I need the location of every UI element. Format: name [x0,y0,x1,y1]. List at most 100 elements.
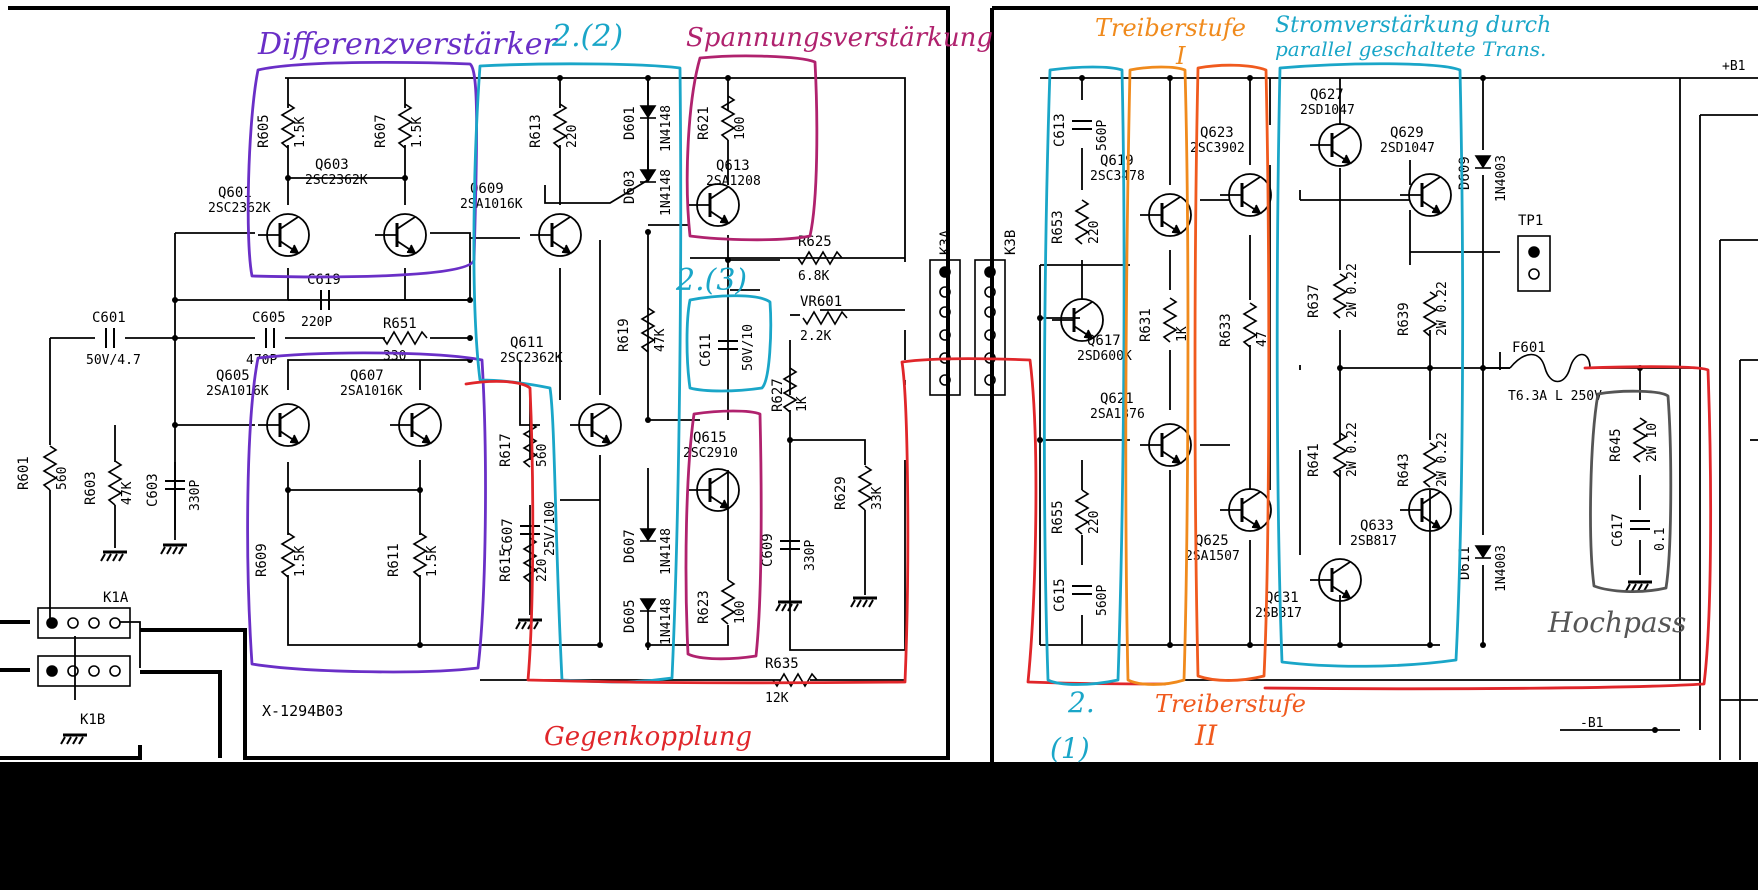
resistor-ref-r653: R653 [1050,210,1066,244]
diode-value-d611: 1N4003 [1494,545,1509,592]
resistor-ref-r623: R623 [696,590,712,624]
annotation-gegenkopplung: Gegenkopplung [544,722,752,752]
region-stromverstaerkung [1275,62,1465,668]
rail-plus-label: +B1 [1722,59,1745,74]
resistor-r645 [1632,417,1648,463]
resistor-value-r645: 2W 10 [1645,423,1660,462]
transistor-type-q607: 2SA1016K [340,384,403,399]
transistor-type-q601: 2SC2362K [208,201,271,216]
resistor-r633 [1242,302,1258,348]
resistor-ref-r607: R607 [373,114,389,148]
transistor-q603 [375,213,427,257]
fuse-value: T6.3A L 250V [1508,389,1602,404]
resistor-r601 [42,445,58,491]
connector-ref-k1b: K1B [80,712,105,728]
transistor-type-q611: 2SC2362K [500,351,563,366]
annotation-regions [246,54,1713,691]
capacitor-ref-c609: C609 [760,533,776,567]
resistor-ref-r639: R639 [1396,302,1412,336]
transistor-q613 [688,183,740,227]
annotation-stromverstaerkung-line2: parallel geschaltete Trans. [1275,37,1546,61]
capacitor-c619 [320,290,330,310]
resistor-value-r613: 220 [565,125,580,148]
resistor-ref-r627: R627 [770,378,786,412]
capacitor-ref-c617: C617 [1610,513,1626,547]
region-gegenkopplung-right [1263,365,1713,691]
resistor-value-r653: 220 [1087,221,1102,244]
transistor-q627 [1310,123,1362,167]
resistor-r607 [397,103,413,149]
transistor-q611 [570,403,622,447]
resistor-ref-vr601: VR601 [800,294,842,310]
transistor-type-q603: 2SC2362K [305,173,368,188]
transistor-type-q619: 2SC3478 [1090,169,1145,184]
transistor-type-q627: 2SD1047 [1300,103,1355,118]
resistor-ref-r603: R603 [83,471,99,505]
annotation-roman-1: I [1175,42,1186,70]
transistor-q633 [1400,488,1452,532]
resistor-value-r621: 100 [733,117,748,140]
resistor-value-r601: 560 [55,467,70,490]
diode-value-d601: 1N4148 [659,105,674,152]
resistor-ref-r633: R633 [1218,313,1234,347]
region-treiberstufe-1 [1124,65,1190,686]
diode-ref-d605: D605 [622,599,638,633]
diode-d611 [1474,545,1492,559]
transistor-type-q621: 2SA1376 [1090,407,1145,422]
resistor-value-r627: 1K [795,396,810,412]
ground-symbol [775,600,802,612]
annotation-stage-1: (1) [1050,732,1090,765]
resistor-value-r609: 1.5K [293,546,308,577]
fuse-ref: F601 [1512,340,1546,356]
resistor-r641 [1332,432,1348,478]
capacitor-c613 [1072,120,1092,130]
resistor-value-r603: 47K [120,481,135,505]
resistor-value-r655: 220 [1087,511,1102,534]
diode-symbols [639,105,1492,612]
resistor-vr601 [802,310,848,326]
resistor-ref-r601: R601 [16,456,32,490]
transistor-ref-q627: Q627 [1310,87,1344,103]
blank-area [0,762,1758,890]
resistor-r637 [1332,273,1348,319]
junction-dots [172,75,1658,733]
diode-d603 [639,169,657,183]
capacitor-c615 [1072,585,1092,595]
capacitor-value-c619: 220P [301,315,332,330]
transistor-ref-q613: Q613 [716,158,750,174]
resistor-value-r607: 1.5K [410,117,425,148]
ground-symbol [100,550,127,562]
test-point-tp1 [1517,235,1551,292]
diode-ref-d601: D601 [622,106,638,140]
resistor-value-r611: 1.5K [425,546,440,577]
transistor-q629 [1400,173,1452,217]
capacitor-ref-c611: C611 [698,333,714,367]
resistor-value-r633: 47 [1255,331,1270,347]
transistor-q607 [390,403,442,447]
resistor-value-r605: 1.5K [293,117,308,148]
resistor-r631 [1162,297,1178,343]
resistor-ref-r617: R617 [498,433,514,467]
connector-k1 [37,607,131,687]
resistor-r611 [412,532,428,578]
resistor-ref-r635: R635 [765,656,799,672]
resistor-r621 [720,95,736,141]
transistor-type-q613: 2SA1208 [706,174,761,189]
resistor-ref-r655: R655 [1050,500,1066,534]
capacitor-value-c615: 560P [1095,585,1110,616]
capacitor-ref-c615: C615 [1052,578,1068,612]
resistor-r625 [797,250,843,266]
transistor-q621 [1140,423,1192,467]
transistor-type-q631: 2SB817 [1255,606,1302,621]
transistor-ref-q609: Q609 [470,181,504,197]
resistor-r629 [857,465,873,511]
paper-background [0,0,1758,762]
transistor-type-q609: 2SA1016K [460,197,523,212]
region-stage-2-1 [1042,65,1126,686]
resistor-value-r623: 100 [733,601,748,624]
resistor-ref-r641: R641 [1306,443,1322,477]
transistor-type-q605: 2SA1016K [206,384,269,399]
resistor-ref-r619: R619 [616,318,632,352]
resistor-value-r617: 560 [535,444,550,467]
resistor-ref-r637: R637 [1306,284,1322,318]
